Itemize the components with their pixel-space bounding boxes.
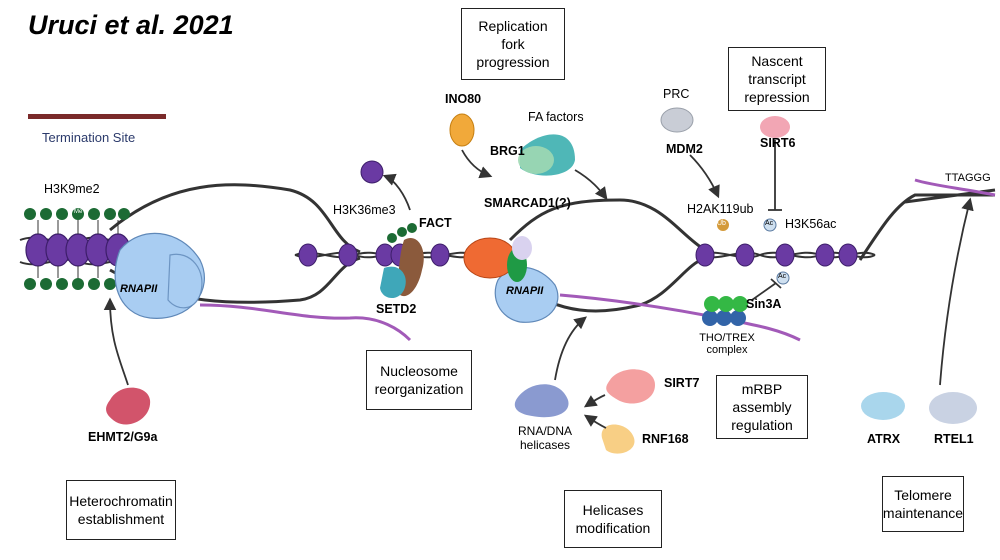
prc-label: PRC [663, 87, 690, 101]
sirt6-shape [760, 116, 790, 138]
rna-strands [199, 178, 996, 342]
sirt7-shape [606, 369, 655, 404]
arrow-rnf168 [583, 414, 607, 429]
heterochromatin-box: Heterochromatin establishment [66, 480, 176, 540]
ehmt2-shape [106, 387, 151, 425]
rtel1-label: RTEL1 [934, 432, 974, 446]
sirt7-label: SIRT7 [664, 376, 700, 390]
rnapii-2-label: RNAPII [506, 285, 544, 297]
brg1-shape [518, 146, 554, 174]
h3k9me2-label: H3K9me2 [44, 182, 100, 196]
termination-site-legend-bar [28, 114, 166, 119]
nucleosomes-middle [298, 243, 450, 267]
h3k36me3-marks [387, 223, 417, 243]
ac-mark-label-2: Ac [778, 273, 787, 280]
dna-right-top [858, 193, 995, 261]
ino80-shape [449, 113, 475, 147]
page-title: Uruci et al. 2021 [28, 10, 234, 40]
inhibition-lines [751, 140, 782, 301]
rnf168-label: RNF168 [642, 432, 689, 446]
arrow-ino80 [461, 149, 493, 179]
setd2-label: SETD2 [376, 302, 417, 316]
ac-mark-shape-1 [763, 218, 777, 232]
ehmt2-label: EHMT2/G9a [88, 430, 158, 444]
arrow-fa [574, 169, 608, 201]
arrow-ehmt2 [103, 297, 129, 386]
mrbp-box: mRBP assembly regulation [716, 375, 808, 439]
nascent-transcript-box: Nascent transcript repression [728, 47, 826, 111]
smarcad1-label: SMARCAD1(?) [484, 196, 571, 210]
tho-trex-label: THO/TREX complex [699, 332, 755, 356]
sin3a-label: Sin3A [746, 297, 782, 311]
smarcad1-shape [463, 236, 532, 282]
tho-trex-complex-shape [702, 296, 748, 326]
fa-factors-label: FA factors [528, 110, 584, 124]
ino80-label: INO80 [445, 92, 482, 106]
rna-dna-helicases-label: RNA/DNA helicases [517, 424, 572, 452]
termination-site-legend-label: Termination Site [42, 130, 136, 145]
rnapii-1-label: RNAPII [120, 283, 158, 295]
brg1-label: BRG1 [490, 144, 525, 158]
rnapii-1-shape [114, 232, 205, 319]
h3k36me3-label: H3K36me3 [333, 203, 396, 217]
helicases-modification-box: Helicases modification [564, 490, 662, 548]
setd2-shape [380, 266, 406, 299]
arrow-helicases [554, 316, 587, 381]
replication-fork-box: Replication fork progression [461, 8, 565, 80]
rtel1-shape [929, 392, 977, 424]
arrow-mdm2 [689, 154, 720, 199]
ttaggg-label: TTAGGG [945, 172, 991, 184]
dna-bubble-2-top [508, 198, 706, 252]
me-mark-label: Me [74, 209, 83, 215]
dna-bubble-1-top [109, 183, 361, 254]
fact-label: FACT [419, 216, 452, 230]
telomere-box: Telomere maintenance [882, 476, 964, 532]
rna-strand-1 [199, 303, 412, 342]
mdm2-label: MDM2 [666, 142, 703, 156]
helicases-shape [514, 384, 569, 418]
h2ak119ub-label: H2AK119ub [687, 202, 754, 216]
arrows [103, 149, 974, 429]
ub-mark-label: Ub [717, 220, 726, 227]
rna-strand-3 [914, 178, 996, 197]
prc-shape [660, 107, 694, 133]
arrow-telomere [939, 197, 974, 386]
h3k56ac-label: H3K56ac [785, 217, 837, 231]
arrow-sirt7 [583, 394, 606, 408]
free-nucleosome [360, 160, 384, 184]
rnf168-shape [601, 424, 635, 454]
atrx-label: ATRX [867, 432, 901, 446]
ac-mark-shape-2 [776, 271, 790, 285]
arrow-nucleosome-out [382, 173, 411, 211]
ac-mark-label-1: Ac [765, 220, 774, 227]
ub-mark-shape [717, 219, 729, 231]
atrx-shape [861, 392, 905, 420]
nucleosomes-right [695, 243, 858, 267]
heterochromatin-cluster [24, 208, 131, 290]
sirt6-label: SIRT6 [760, 136, 796, 150]
nucleosome-reorganization-box: Nucleosome reorganization [366, 350, 472, 410]
